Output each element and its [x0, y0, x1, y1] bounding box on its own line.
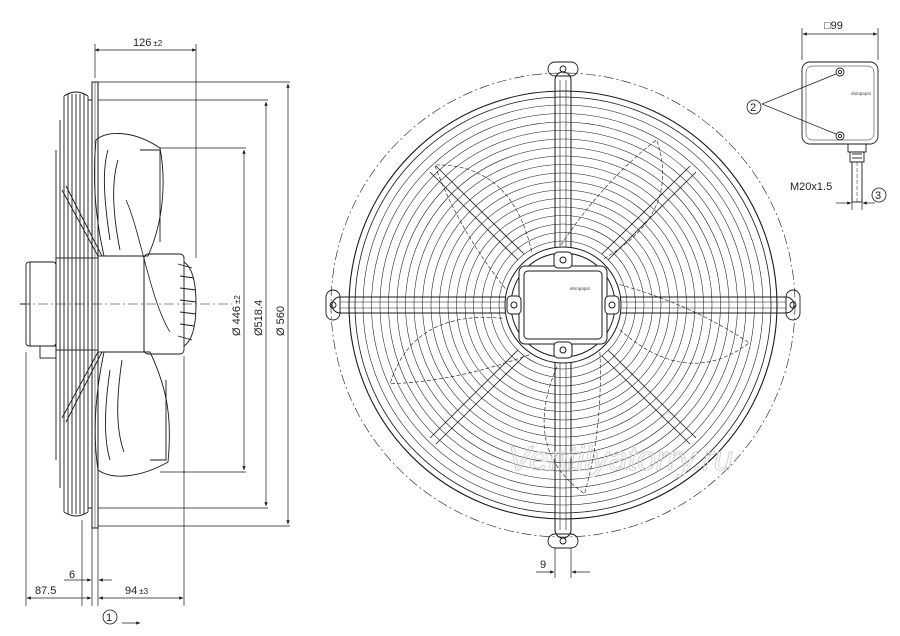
- blade-outline: [560, 139, 663, 260]
- svg-text:1: 1: [106, 612, 112, 624]
- terminal-box-view: [801, 61, 879, 203]
- blade-lower: [94, 351, 170, 477]
- front-dimensions: [536, 548, 590, 578]
- dim-width-126: 126±2: [133, 37, 163, 49]
- guard-ring-wire: [439, 181, 687, 429]
- dim-87-5: 87.5: [35, 585, 56, 597]
- motor-hub-front: [504, 246, 622, 364]
- side-dimensions: [25, 44, 290, 625]
- guard-ring-wire: [362, 104, 764, 506]
- guard-ring-wire: [388, 130, 738, 480]
- motor-logo: ebmpapst: [570, 286, 591, 291]
- guard-ring-wire: [498, 240, 628, 370]
- struts-side: [61, 185, 103, 423]
- watermark: Ventilyatorry.ru: [508, 440, 733, 478]
- guard-ring-wire: [464, 206, 662, 404]
- front-view: [325, 61, 801, 549]
- dim-94: 94±3: [125, 585, 149, 597]
- motor-side: [20, 253, 197, 359]
- guard-ring-wire: [422, 164, 704, 446]
- blade-outline: [617, 284, 750, 364]
- cooling-fins: [177, 263, 197, 341]
- callout-1: 1: [102, 609, 118, 625]
- terminal-box-size: □99: [824, 20, 843, 32]
- guard-ring-wire: [413, 155, 713, 455]
- guard-ring-wire: [456, 198, 670, 412]
- terminal-box-logo: ebmpapst: [851, 91, 872, 96]
- dim-6: 6: [69, 569, 75, 581]
- guard-ring-wire: [379, 121, 747, 489]
- callout-2: 2: [746, 99, 762, 115]
- guard-spokes-diagonal: [429, 165, 697, 445]
- svg-text:2: 2: [750, 102, 756, 114]
- guard-ring-wire: [473, 215, 653, 395]
- guard-ring-wire: [430, 172, 696, 438]
- dim-9: 9: [540, 559, 546, 571]
- guard-ring-wire: [481, 223, 645, 387]
- mounting-feet: [325, 61, 801, 549]
- svg-text:3: 3: [875, 190, 881, 202]
- dim-blade-diameter: Ø 446±2: [231, 295, 243, 336]
- terminal-box-dimensions: [761, 28, 879, 210]
- dim-outer-diameter: Ø 560: [275, 306, 287, 336]
- guard-ring-wire: [396, 138, 730, 472]
- guard-ring-wire: [405, 147, 721, 463]
- dim-ring-diameter: Ø518.4: [253, 300, 265, 336]
- blade-upper: [93, 133, 171, 333]
- guard-ring-wire: [490, 232, 636, 378]
- guard-ring-wire: [371, 113, 755, 497]
- blade-outline: [389, 317, 530, 385]
- guard-wires-front: [362, 104, 764, 506]
- callout-3: 3: [871, 187, 887, 203]
- cable-gland-thread: M20x1.5: [790, 181, 832, 193]
- side-view: [20, 81, 232, 529]
